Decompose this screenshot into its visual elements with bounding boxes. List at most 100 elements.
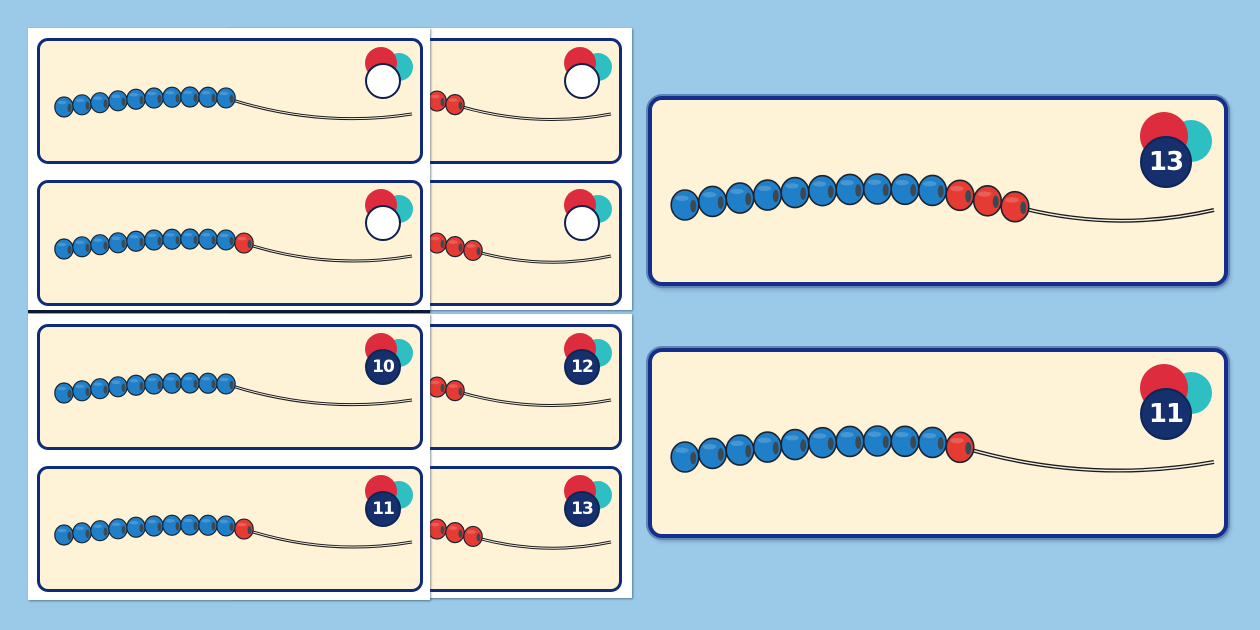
blue-bead: [54, 238, 74, 260]
blue-bead: [198, 514, 218, 536]
number-card-l3: 10: [37, 324, 423, 450]
red-bead: [972, 184, 1003, 217]
featured-card-13: 13: [648, 96, 1228, 286]
number-circle: 11: [365, 491, 401, 527]
blue-bead: [72, 380, 92, 402]
blue-bead: [752, 431, 783, 463]
blue-bead: [144, 515, 164, 537]
number-circle: 13: [1140, 136, 1192, 188]
red-bead: [945, 179, 975, 212]
number-badge: 12: [564, 331, 614, 385]
blank-number-circle: [365, 205, 401, 241]
blue-bead: [807, 174, 838, 207]
number-card-l4: 11: [37, 466, 423, 592]
blue-bead: [180, 514, 200, 536]
blue-bead: [144, 229, 164, 251]
number-badge: [365, 45, 415, 99]
blue-bead: [890, 425, 920, 458]
number-card-l2: [37, 180, 423, 306]
number-circle: 11: [1140, 388, 1192, 440]
red-bead: [234, 232, 254, 254]
red-bead: [427, 232, 447, 254]
featured-card-11: 11: [648, 348, 1228, 538]
number-card-l1: [37, 38, 423, 164]
blue-bead: [752, 179, 783, 211]
blue-bead: [180, 228, 200, 250]
blue-bead: [108, 90, 128, 112]
blue-bead: [126, 374, 146, 396]
blue-bead: [890, 173, 920, 206]
red-bead: [427, 518, 447, 540]
blank-number-circle: [564, 205, 600, 241]
blue-bead: [835, 425, 865, 458]
number-badge: 11: [1140, 360, 1214, 440]
blue-bead: [90, 234, 110, 256]
bead-string: [54, 514, 413, 549]
blue-bead: [54, 524, 74, 546]
blue-bead: [126, 516, 146, 538]
red-bead: [945, 431, 975, 464]
blue-bead: [216, 229, 236, 251]
blue-bead: [917, 174, 948, 207]
bead-string: [54, 372, 413, 407]
red-bead: [427, 376, 447, 398]
blue-bead: [198, 228, 218, 250]
red-bead: [445, 94, 465, 116]
blue-bead: [90, 378, 110, 400]
blue-bead: [670, 441, 700, 473]
number-badge: 11: [365, 473, 415, 527]
number-badge: [564, 187, 614, 241]
number-circle: 12: [564, 349, 600, 385]
blue-bead: [725, 434, 755, 466]
blue-bead: [198, 372, 218, 394]
blue-bead: [162, 514, 182, 536]
blue-bead: [835, 173, 865, 206]
blue-bead: [216, 87, 236, 109]
blue-bead: [144, 373, 164, 395]
blue-bead: [108, 376, 128, 398]
blue-bead: [862, 425, 893, 457]
number-badge: [564, 45, 614, 99]
number-circle: 13: [564, 491, 600, 527]
blue-bead: [162, 228, 182, 250]
string-cord: [231, 384, 413, 407]
blue-bead: [180, 372, 200, 394]
blue-bead: [72, 94, 92, 116]
number-badge: [365, 187, 415, 241]
blue-bead: [72, 236, 92, 258]
blue-bead: [917, 426, 948, 459]
bead-string: [670, 173, 1215, 223]
blue-bead: [162, 86, 182, 108]
string-cord: [249, 243, 413, 263]
number-circle: 10: [365, 349, 401, 385]
red-bead: [427, 90, 447, 112]
blue-bead: [216, 373, 236, 395]
blue-bead: [697, 437, 728, 470]
blank-number-circle: [365, 63, 401, 99]
blue-bead: [862, 173, 893, 205]
blue-bead: [90, 92, 110, 114]
bead-string: [54, 86, 413, 121]
number-badge: 13: [1140, 108, 1214, 188]
blue-bead: [108, 232, 128, 254]
blue-bead: [126, 230, 146, 252]
blue-bead: [780, 176, 810, 209]
bead-string: [670, 425, 1215, 473]
red-bead: [1000, 190, 1030, 223]
blue-bead: [72, 522, 92, 544]
red-bead: [463, 525, 483, 548]
blue-bead: [697, 185, 728, 218]
blank-number-circle: [564, 63, 600, 99]
blue-bead: [108, 518, 128, 540]
red-bead: [445, 380, 465, 402]
blue-bead: [144, 87, 164, 109]
blue-bead: [780, 428, 810, 461]
blue-bead: [670, 189, 700, 221]
blue-bead: [54, 96, 74, 118]
blue-bead: [180, 86, 200, 108]
string-cord: [231, 98, 413, 121]
number-badge: 10: [365, 331, 415, 385]
blue-bead: [162, 372, 182, 394]
red-bead: [445, 522, 465, 544]
blue-bead: [807, 426, 838, 459]
